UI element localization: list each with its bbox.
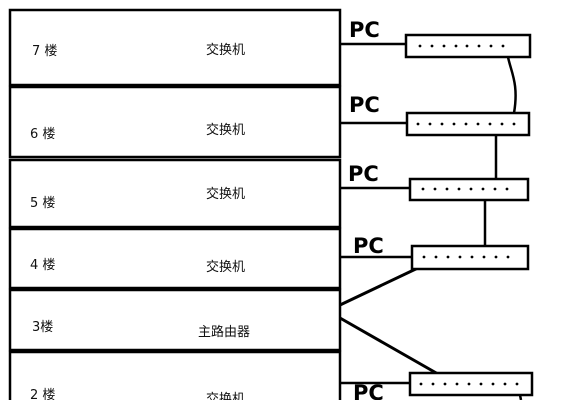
floor-2-box xyxy=(8,350,342,400)
device-label-5: 交换机 xyxy=(206,186,245,202)
router-links xyxy=(339,265,439,376)
floor-5-box xyxy=(8,158,342,229)
cable-7-6 xyxy=(506,56,517,114)
floor-6-box xyxy=(8,85,342,159)
pc-label-5: PC xyxy=(348,162,379,186)
floor-label-2: 2 楼 xyxy=(30,388,55,400)
switch-panels xyxy=(404,33,534,397)
switch-panel-2 xyxy=(408,371,534,397)
cascade-cables xyxy=(483,56,523,400)
device-label-4: 交换机 xyxy=(206,259,245,275)
pc-label-2: PC xyxy=(353,381,384,400)
router-link-up xyxy=(339,265,421,307)
pc-label-7: PC xyxy=(349,18,380,42)
device-label-7: 交换机 xyxy=(206,42,245,58)
floor-3-box xyxy=(8,288,342,352)
floor-label-5: 5 楼 xyxy=(30,196,55,211)
floor-label-6: 6 楼 xyxy=(30,127,55,142)
switch-panel-4 xyxy=(410,244,530,271)
switch-panel-5 xyxy=(408,177,530,202)
device-label-3: 主路由器 xyxy=(198,324,250,340)
pc-links xyxy=(341,42,412,385)
router-link-down xyxy=(339,316,439,376)
device-label-6: 交换机 xyxy=(206,122,245,138)
floor-7-box xyxy=(8,8,342,87)
switch-panel-6 xyxy=(405,111,531,137)
port-dots xyxy=(416,44,519,386)
building xyxy=(8,8,342,400)
floor-4-box xyxy=(8,227,342,290)
device-label-2: 交换机 xyxy=(206,391,245,400)
pc-label-6: PC xyxy=(349,93,380,117)
floor-label-4: 4 楼 xyxy=(30,258,55,273)
floor-label-7: 7 楼 xyxy=(32,44,57,59)
floor-label-3: 3楼 xyxy=(32,320,53,335)
pc-label-4: PC xyxy=(353,234,384,258)
cable-2-below xyxy=(518,394,523,400)
